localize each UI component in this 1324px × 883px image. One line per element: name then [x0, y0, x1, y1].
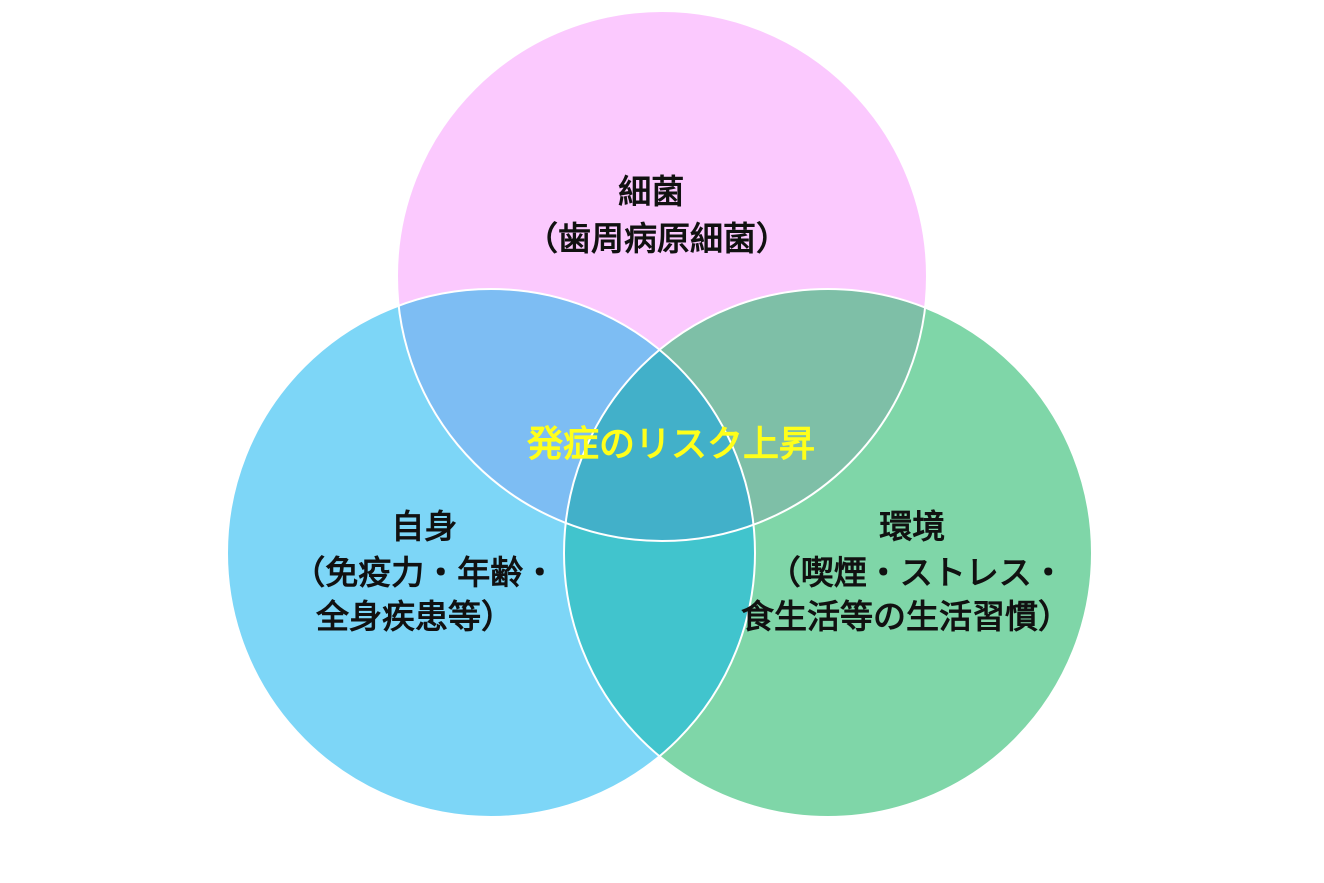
label-self-line-2: （免疫力・年齢・ [292, 553, 556, 592]
overlap-center [564, 289, 755, 541]
label-bacteria: 細菌 （歯周病原細菌） [525, 172, 789, 258]
outline-self [226, 288, 756, 818]
outline-bacteria [396, 10, 928, 542]
label-self: 自身 （免疫力・年齢・ 全身疾患等） [292, 507, 568, 636]
center-label-risk-increase: 発症のリスク上昇 [527, 424, 815, 465]
label-bacteria-line-1: 細菌 [618, 172, 684, 211]
label-environment-line-2: （喫煙・ストレス・ [768, 553, 1065, 592]
label-self-line-3: 全身疾患等） [315, 597, 514, 636]
label-bacteria-line-2: （歯周病原細菌） [525, 219, 789, 258]
label-environment: 環境 （喫煙・ストレス・ 食生活等の生活習慣） [741, 507, 1076, 636]
label-environment-line-3: 食生活等の生活習慣） [741, 597, 1071, 636]
label-environment-line-1: 環境 [879, 507, 945, 546]
outline-environment [563, 288, 1093, 818]
label-self-line-1: 自身 [391, 507, 457, 546]
